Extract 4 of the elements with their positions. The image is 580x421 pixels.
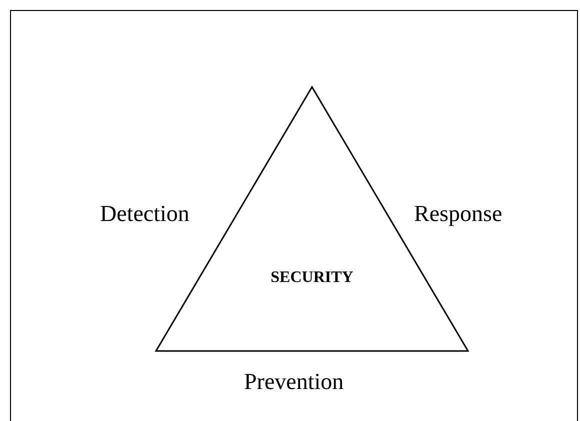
center-label: SECURITY	[270, 270, 354, 286]
side-label: Detection	[100, 202, 190, 225]
side-label: Prevention	[244, 370, 344, 393]
side-label: Response	[414, 202, 502, 225]
